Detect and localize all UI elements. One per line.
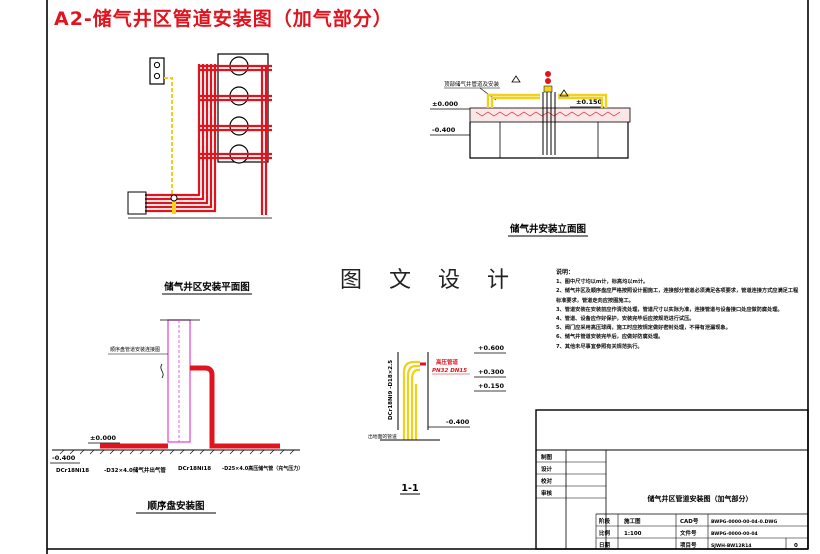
valve-level-1: -0.400 (52, 454, 76, 462)
section-bottom-note: 出地面的管道 (368, 433, 397, 440)
section-yellow-pipes (402, 360, 420, 440)
title-block-text: 制图 设计 校对 审核 储气井区管道安装图（加气部分） 阶段 施工图 比例 1:… (541, 453, 798, 549)
valve-pipe-label-3: -D25×4.0高压储气管（充气压力） (222, 465, 303, 472)
valve-red-pipe-right (190, 365, 280, 449)
notes-block: 说明： 1、图中尺寸均以m计，标高均以m计。 2、储气井区及顺序盘应严格按照设计… (556, 268, 800, 352)
tb-scale-value: 1:100 (624, 531, 642, 537)
elevation-arrow-left (511, 75, 521, 83)
tb-scale-label: 比例 (599, 529, 611, 537)
section-level-0: +0.600 (478, 344, 504, 352)
tb-drawing-name: 储气井区管道安装图（加气部分） (647, 494, 753, 503)
elevation-level-1: -0.400 (432, 126, 456, 134)
plan-caption: 储气井区安装平面图 (164, 281, 250, 293)
valve-ground-hatch (59, 449, 295, 455)
notes-item: 1、图中尺寸均以m计，标高均以m计。 (556, 279, 649, 286)
elevation-valve-top (545, 71, 551, 77)
elevation-level-0: ±0.000 (432, 100, 458, 108)
plan-yellow-lead (164, 77, 173, 200)
elevation-slab (469, 107, 631, 123)
tb-row-3: 审核 (541, 489, 553, 497)
title-block (535, 409, 809, 550)
tb-row-0: 制图 (541, 453, 553, 461)
valve-pipe-label-2: DCr18Ni18 (178, 466, 211, 472)
section-tag-top: 高压管道 (436, 358, 459, 366)
plan-view: 储气井区安装平面图 (127, 53, 272, 295)
tb-cad-label: CAD号 (680, 517, 699, 525)
elevation-view: 顶部储气井管道及安装 ±0.000 -0.400 ±0.150 (430, 71, 631, 237)
elevation-level-2: ±0.150 (576, 98, 602, 106)
tb-stage-label: 阶段 (599, 517, 611, 525)
valve-pipe-label-1: -D32×4.0储气井出气管 (104, 466, 166, 474)
notes-item: 4、管道、设备应作好保护，安装完毕后应按规范进行试压。 (556, 316, 695, 323)
section-level-3: -0.400 (446, 418, 470, 426)
tb-doc-label: 文件号 (680, 529, 697, 537)
section-level-1: +0.300 (478, 368, 504, 376)
notes-heading: 说明： (556, 269, 575, 276)
elevation-well-stems (542, 92, 556, 155)
drawing-title: A2-储气井区管道安装图（加气部分） (54, 8, 393, 30)
plan-gauge-dot-bottom (153, 72, 161, 80)
valve-view: 顺序盘管道安装连接图 ±0.000 -0.400 DCr18Ni18 -D32×… (50, 319, 303, 514)
elevation-yellow-pipes (486, 93, 608, 108)
tb-doc-value: BWPG-0000-00-04 (711, 531, 758, 537)
plan-valve-circle (170, 194, 178, 202)
tb-sheet-value: 0 (794, 543, 798, 549)
notes-item: 6、储气井管道安装完毕后，应做好防腐处理。 (556, 334, 664, 341)
elevation-tag: 顶部储气井管道及安装 (444, 80, 500, 88)
tb-cad-value: BWPG-0000-00-04-0.DWG (711, 519, 777, 525)
tb-date-label: 日期 (599, 541, 611, 549)
tb-proj-value: SJWH-BW12R14 (711, 543, 751, 549)
section-level-2: +0.150 (478, 382, 504, 390)
section-caption: 1-1 (401, 483, 418, 494)
tb-row-1: 设计 (541, 465, 553, 473)
elevation-valve-mid (545, 78, 551, 84)
valve-pipe-label-0: DCr18Ni18 (56, 468, 89, 474)
elevation-valve-body (543, 85, 553, 93)
plan-red-pipes (145, 64, 272, 215)
tb-row-2: 校对 (541, 477, 553, 485)
notes-item: 7、其他未尽事宜参照有关规范执行。 (556, 343, 643, 350)
section-view: 高压管道 PN32 DN15 DCr18Ni9 -D18×2.5 +0.600 … (368, 344, 506, 495)
section-tag-note: PN32 DN15 (432, 368, 467, 374)
section-vertical-note: DCr18Ni9 -D18×2.5 (388, 360, 394, 420)
tb-proj-label: 项目号 (680, 541, 697, 549)
elevation-slab-hatch (475, 111, 621, 117)
notes-item: 5、阀门应采用高压球阀，施工时应按规定做好密封处理，不得有泄漏现象。 (556, 325, 731, 332)
watermark-text: 图 文 设 计 (340, 268, 519, 293)
valve-tag: 顺序盘管道安装连接图 (110, 346, 160, 353)
elevation-arrow-right (559, 89, 569, 97)
notes-item: 2、储气井区及顺序盘应严格按照设计图施工，连接部分管道必须满足各项要求，管道连接… (556, 288, 799, 304)
elevation-pit (469, 122, 629, 159)
plan-gauge-box (149, 57, 165, 85)
title-block-frame (535, 409, 809, 550)
plan-gauge-dot-top (153, 61, 161, 69)
elevation-caption: 储气井安装立面图 (510, 223, 586, 235)
valve-hose (160, 363, 164, 379)
plan-pipe-end-box (127, 191, 147, 215)
valve-caption: 顺序盘安装图 (147, 500, 204, 512)
tb-stage-value: 施工图 (624, 517, 641, 525)
valve-level-0: ±0.000 (90, 434, 116, 442)
notes-item: 3、管道安装在安装前应作清洗处理，管道尺寸以实际为准，连接管道与设备接口处应做防… (556, 306, 783, 313)
